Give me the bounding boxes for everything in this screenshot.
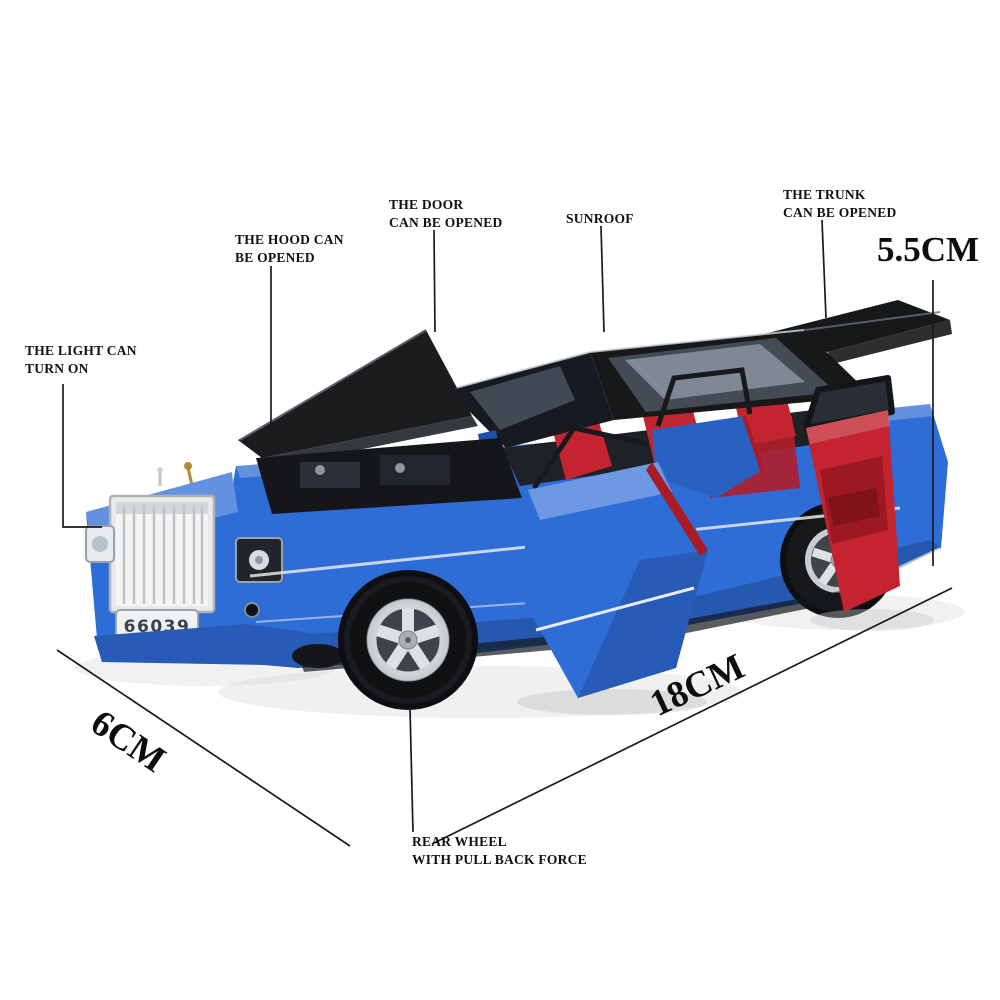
- leader-line-trunk: [821, 219, 827, 319]
- headlight-left: [85, 525, 115, 563]
- headlight-right: [235, 537, 283, 583]
- far-side-wheel: [292, 644, 344, 668]
- dimension-line-length: [431, 587, 953, 845]
- label-hood: THE HOOD CAN BE OPENED: [235, 232, 344, 265]
- engine-bay: [184, 438, 522, 553]
- label-door: THE DOOR CAN BE OPENED: [389, 197, 503, 230]
- leader-line-light: [62, 384, 102, 528]
- fog-light: [244, 602, 260, 618]
- open-rear-door: [652, 367, 764, 498]
- leader-line-sunroof: [600, 225, 605, 333]
- dimension-height: 5.5CM: [877, 230, 980, 269]
- front-bumper: [94, 624, 332, 666]
- label-trunk: THE TRUNK CAN BE OPENED: [783, 187, 897, 220]
- label-rear-wheel: REAR WHEEL WITH PULL BACK FORCE: [412, 834, 587, 867]
- car-illustration: 66039: [85, 300, 952, 715]
- open-front-door: [517, 425, 708, 715]
- label-sunroof: SUNROOF: [566, 211, 634, 226]
- front-wheel: [338, 570, 478, 710]
- leader-line-door: [433, 229, 436, 333]
- front-fascia: 66039: [85, 467, 332, 666]
- front-grille: [108, 467, 216, 614]
- open-door-red-interior: [803, 375, 934, 631]
- annotation-lines: [56, 219, 953, 847]
- leader-line-rear-wheel: [409, 707, 414, 833]
- label-light: THE LIGHT CAN TURN ON: [25, 343, 137, 376]
- dimension-line-width: [56, 649, 351, 847]
